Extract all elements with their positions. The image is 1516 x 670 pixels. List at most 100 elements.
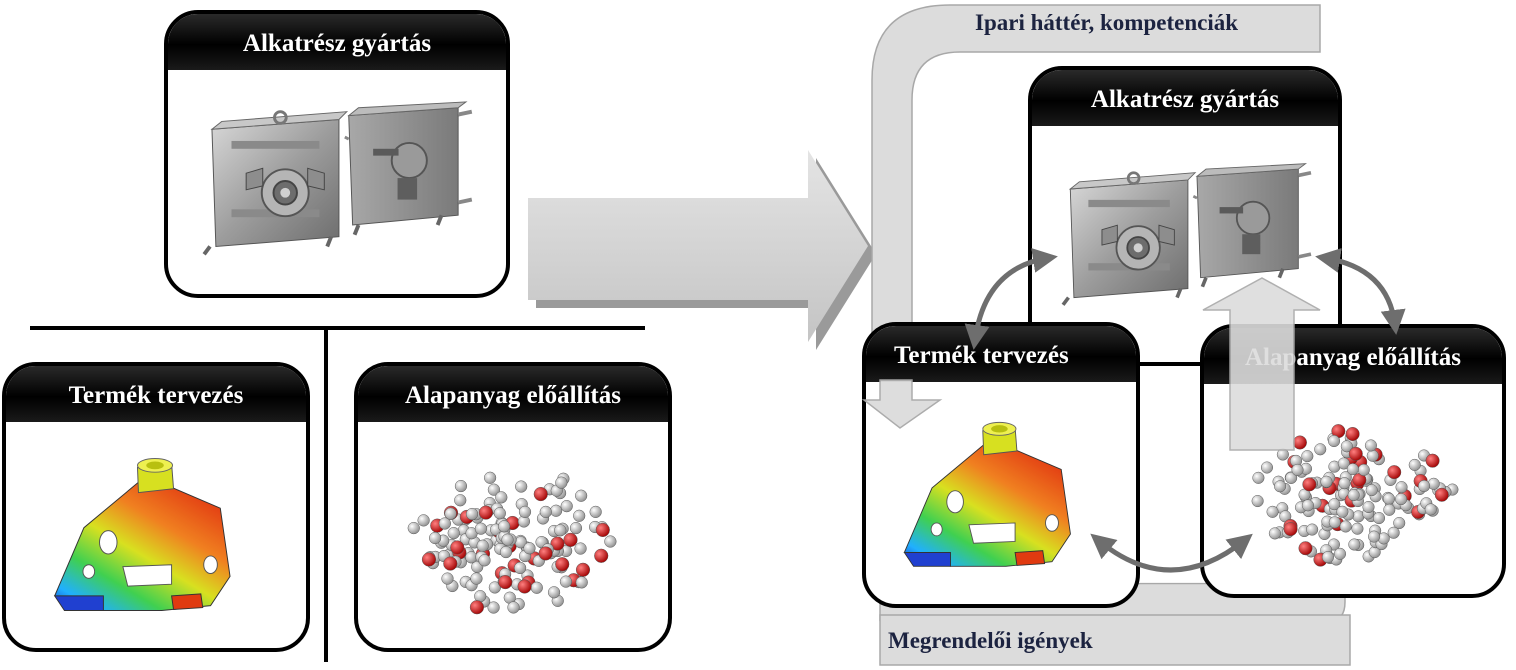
cycle-arrow-left [964, 248, 1058, 350]
hydrogen-atom [518, 505, 532, 518]
oxygen-atom [1434, 487, 1449, 502]
cycle-arrow-right [1315, 248, 1406, 335]
right-bottom-left-card: Termék tervezés [862, 322, 1140, 608]
hydrogen-atom [487, 483, 500, 496]
hydrogen-atom [604, 535, 617, 548]
hydrogen-atom [1351, 522, 1364, 535]
oxygen-atom [478, 505, 493, 520]
hydrogen-atom [454, 494, 467, 507]
hydrogen-atom [417, 514, 430, 527]
oxygen-atom [1283, 522, 1298, 537]
oxygen-atom [443, 556, 458, 571]
industry-arrowhead [861, 379, 943, 429]
hydrogen-atom [1395, 481, 1408, 494]
hydrogen-atom [1251, 495, 1264, 508]
hydrogen-atom [514, 561, 527, 575]
hydrogen-atom [507, 601, 520, 614]
hydrogen-atom [1408, 458, 1421, 471]
hydrogen-atom [1336, 505, 1349, 518]
hydrogen-atom [575, 489, 588, 502]
hydrogen-atom [547, 586, 561, 599]
transition-arrow-body [528, 150, 868, 342]
hydrogen-atom [1365, 484, 1378, 497]
hydrogen-atom [1321, 551, 1334, 564]
hydrogen-atom [539, 505, 552, 518]
hydrogen-atom [559, 575, 573, 588]
hydrogen-atom [1274, 480, 1287, 493]
hydrogen-atom [470, 572, 483, 585]
hydrogen-atom [1252, 471, 1265, 484]
oxygen-atom [1425, 453, 1440, 468]
hydrogen-atom [454, 479, 468, 493]
hydrogen-atom [1306, 523, 1319, 536]
oxygen-atom [1302, 477, 1317, 492]
hydrogen-atom [1340, 440, 1353, 453]
left-bottom-left-card-title: Termék tervezés [6, 366, 306, 422]
hydrogen-atom [1372, 512, 1386, 525]
hydrogen-atom [1364, 439, 1377, 452]
oxygen-atom [1387, 465, 1402, 480]
oxygen-atom [594, 548, 609, 563]
molecule-icon [358, 422, 668, 648]
oxygen-atom [450, 540, 465, 555]
hydrogen-atom [515, 480, 528, 493]
left-top-card: Alkatrész gyártás [164, 10, 510, 298]
oxygen-atom [469, 600, 484, 615]
left-bottom-right-card-title: Alapanyag előállítás [358, 366, 668, 422]
hydrogen-atom [574, 542, 587, 555]
hydrogen-atom [1347, 489, 1360, 502]
hydrogen-atom [523, 542, 536, 555]
hydrogen-atom [1328, 435, 1341, 448]
left-bottom-right-card: Alapanyag előállítás [354, 362, 672, 652]
hydrogen-atom [1301, 450, 1314, 463]
hydrogen-atom [1393, 516, 1406, 530]
hydrogen-atom [1339, 520, 1352, 533]
hydrogen-atom [1368, 530, 1381, 543]
hydrogen-atom [478, 554, 491, 567]
hydrogen-atom [474, 522, 488, 535]
hydrogen-atom [1387, 526, 1400, 539]
hydrogen-atom [495, 491, 508, 504]
hydrogen-atom [1314, 443, 1327, 456]
hydrogen-atom [560, 500, 573, 513]
molecule-icon [1204, 384, 1502, 594]
customer-demand-label: Megrendelői igények [888, 628, 1093, 653]
hydrogen-atom [569, 521, 583, 535]
oxygen-atom [1345, 427, 1360, 441]
hydrogen-atom [447, 527, 460, 540]
hydrogen-atom [1337, 457, 1350, 470]
left-bottom-left-card: Termék tervezés [2, 362, 310, 652]
hydrogen-atom [555, 476, 568, 489]
oxygen-atom [555, 557, 570, 572]
hydrogen-atom [1346, 463, 1359, 476]
right-top-card-title: Alkatrész gyártás [1032, 70, 1338, 126]
oxygen-atom [498, 575, 513, 590]
hydrogen-atom [487, 601, 500, 614]
hydrogen-atom [501, 533, 514, 546]
hydrogen-atom [499, 545, 513, 559]
oxygen-atom [517, 579, 532, 594]
hydrogen-atom [1268, 527, 1281, 540]
hydrogen-atom [1328, 516, 1341, 529]
hydrogen-atom [1320, 475, 1333, 488]
oxygen-atom [1298, 541, 1313, 556]
hydrogen-atom [429, 531, 442, 545]
oxygen-atom [595, 522, 610, 537]
hydrogen-atom [554, 524, 567, 537]
customer-demand-box [879, 614, 1351, 666]
hydrogen-atom [589, 505, 602, 518]
hydrogen-atom [1291, 463, 1304, 476]
hydrogen-atom [444, 507, 457, 520]
hydrogen-atom [1285, 471, 1298, 484]
industry-background-label: Ipari háttér, kompetenciák [975, 10, 1239, 35]
hydrogen-atom [493, 507, 506, 520]
hydrogen-atom [1338, 477, 1351, 490]
oxygen-atom [550, 536, 565, 551]
hydrogen-atom [1301, 499, 1314, 512]
oxygen-atom [1348, 446, 1363, 461]
oxygen-atom [421, 552, 437, 567]
oxygen-atom [563, 532, 578, 547]
hydrogen-atom [1348, 538, 1361, 551]
